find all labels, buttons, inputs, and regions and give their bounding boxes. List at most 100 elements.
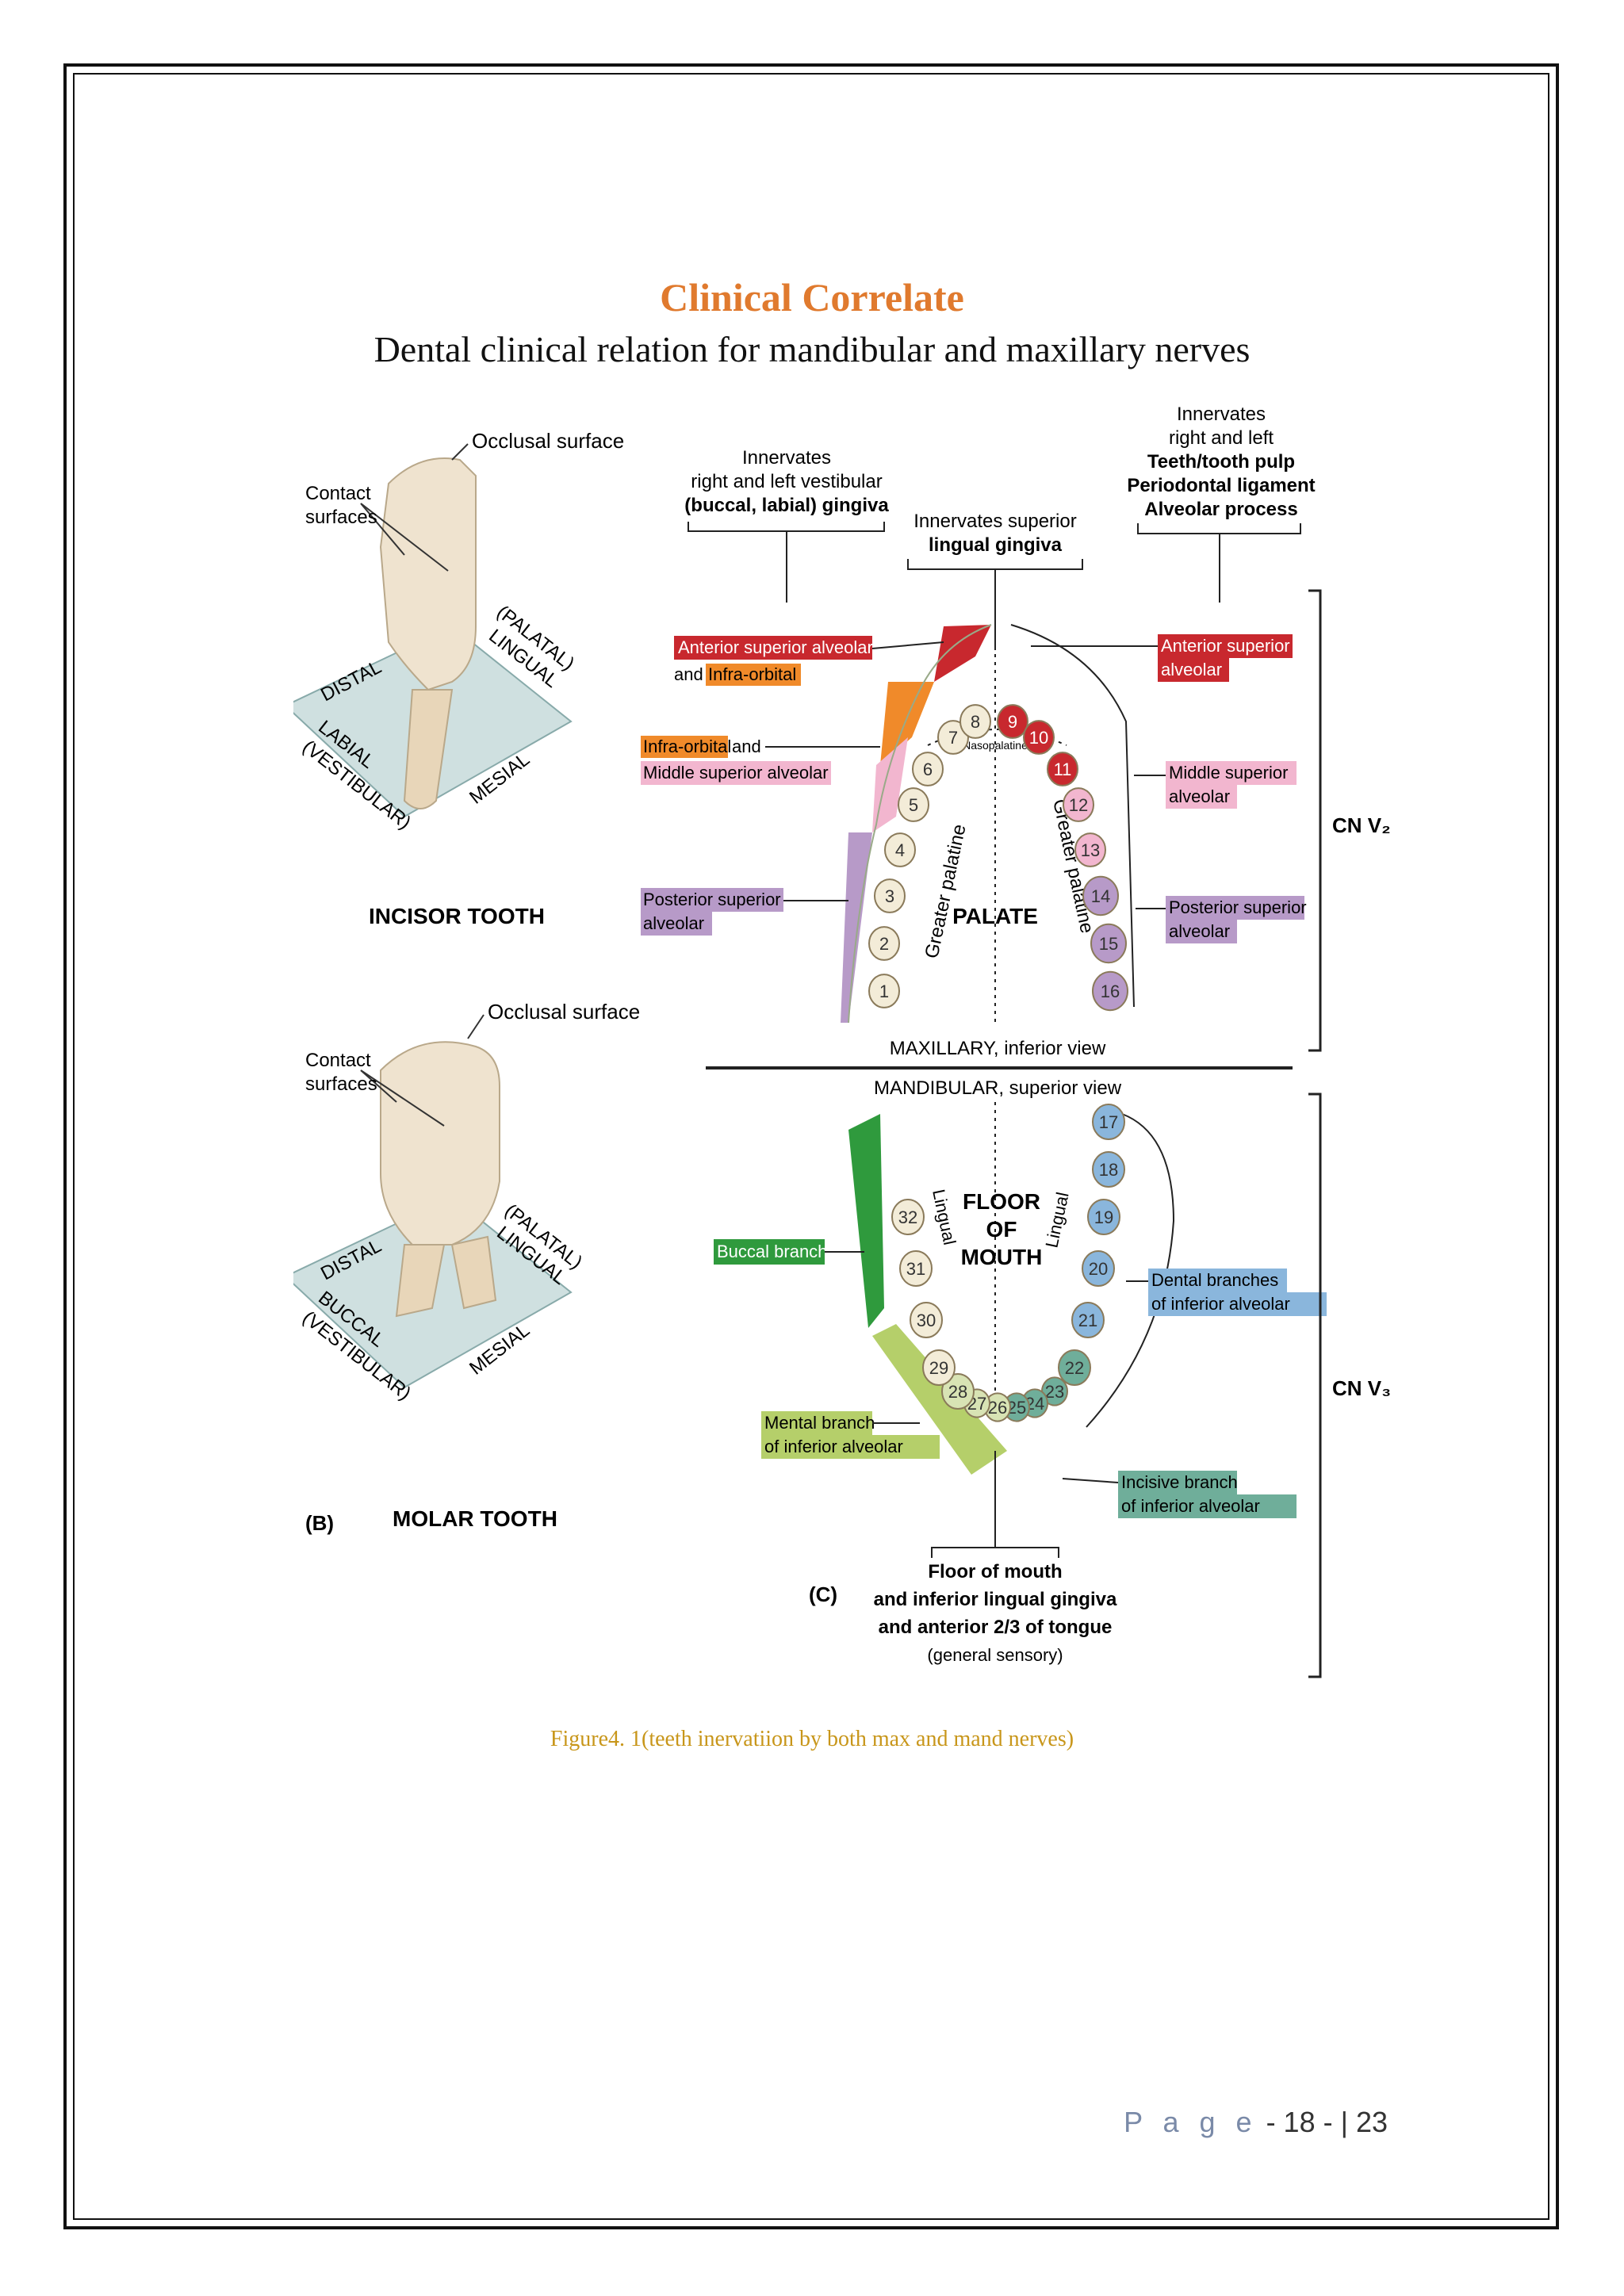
molar-contact-label: Contact — [305, 1050, 371, 1071]
lower-tooth — [1058, 1349, 1091, 1386]
bottom-line3: and anterior 2/3 of tongue — [879, 1617, 1113, 1638]
figure-caption: Figure4. 1(teeth inervatiion by both max… — [550, 1727, 1074, 1751]
upper-tooth — [997, 704, 1028, 739]
top-annotations: Innervates right and left vestibular (bu… — [684, 404, 1316, 650]
upper-tooth — [959, 704, 991, 739]
upper-tooth — [1092, 970, 1128, 1012]
lower-tooth — [910, 1302, 943, 1338]
incisive-branch-label-2: of inferior alveolar — [1121, 1496, 1260, 1516]
top-left-line1: Innervates — [742, 447, 831, 469]
incisor-occlusal-label: Occlusal surface — [472, 429, 624, 453]
asa-left-band — [934, 625, 991, 682]
maxilla-arch: Nasopalatine Greater palatine Greater pa… — [641, 589, 1391, 1059]
bottom-line2: and inferior lingual gingiva — [874, 1589, 1117, 1610]
lower-tooth-number: 31 — [906, 1259, 925, 1279]
asa-infraorbital-label: Infra-orbital — [708, 664, 796, 684]
floor-label-3: MOUTH — [961, 1245, 1043, 1269]
upper-tooth — [1047, 752, 1078, 786]
bottom-line1: Floor of mouth — [928, 1561, 1062, 1582]
upper-tooth-number: 10 — [1029, 728, 1048, 748]
lower-tooth-number: 32 — [898, 1207, 917, 1227]
lower-tooth-number: 17 — [1099, 1112, 1118, 1132]
lower-tooth — [1092, 1104, 1125, 1140]
molar-diagram: Occlusal surface Contact surfaces DISTAL… — [293, 1000, 640, 1535]
mental-branch-band — [872, 1324, 1007, 1475]
lingual-right-label: Lingual — [1041, 1190, 1072, 1249]
incisive-branch-label-1: Incisive branch — [1121, 1472, 1238, 1492]
psa-label-1: Posterior superior — [643, 890, 781, 909]
page-word: P a g e — [1124, 2106, 1258, 2138]
top-right-line3: Teeth/tooth pulp — [1147, 451, 1295, 473]
lower-tooth-number: 19 — [1094, 1207, 1113, 1227]
upper-tooth — [1082, 875, 1119, 916]
floor-label-1: FLOOR — [963, 1189, 1040, 1214]
top-right-line5: Alveolar process — [1144, 499, 1297, 520]
lower-tooth-number: 26 — [988, 1398, 1007, 1418]
io-and-label: and — [732, 737, 761, 756]
lower-tooth — [1092, 1151, 1125, 1188]
buccal-branch-band — [848, 1114, 884, 1328]
lower-tooth-number: 22 — [1065, 1358, 1084, 1378]
upper-tooth — [912, 752, 944, 786]
mandible-arch: Lingual Lingual FLOOR OF MOUTH 171819202… — [714, 1093, 1391, 1678]
upper-tooth — [868, 974, 900, 1008]
top-right-line2: right and left — [1169, 427, 1274, 449]
cn-v3-label: CN V₃ — [1332, 1376, 1391, 1400]
top-mid-line1: Innervates superior — [914, 511, 1076, 532]
molar-name-label: MOLAR TOOTH — [393, 1506, 557, 1531]
upper-tooth-number: 7 — [948, 728, 958, 748]
mandibular-view-label: MANDIBULAR, superior view — [874, 1077, 1122, 1099]
lower-tooth-number: 18 — [1099, 1160, 1118, 1180]
msa-left-band — [872, 737, 908, 832]
upper-tooth — [898, 787, 929, 822]
section-subtitle: Dental clinical relation for mandibular … — [373, 329, 1251, 369]
lower-tooth — [1071, 1302, 1105, 1338]
teeth-innervation-figure: Occlusal surface Contact surfaces DISTAL… — [293, 388, 1404, 1705]
page-border-outer — [63, 63, 1559, 2229]
upper-tooth — [1023, 720, 1055, 755]
upper-tooth-number: 4 — [895, 840, 905, 860]
molar-roots — [395, 1235, 497, 1318]
section-title: Clinical Correlate — [660, 275, 964, 320]
upper-tooth — [884, 832, 916, 867]
r-psa-label-2: alveolar — [1169, 921, 1230, 941]
molar-surfaces-label: surfaces — [305, 1073, 377, 1095]
bottom-line4: (general sensory) — [927, 1645, 1063, 1665]
asa-label: Anterior superior alveolar — [678, 637, 873, 657]
page-number: P a g e - 18 - | 23 — [1071, 2106, 1388, 2139]
incisor-root — [403, 689, 454, 809]
incisor-diagram: Occlusal surface Contact surfaces DISTAL… — [293, 429, 624, 928]
top-right-line4: Periodontal ligament — [1127, 475, 1315, 496]
upper-tooth — [1074, 832, 1106, 867]
psa-label-2: alveolar — [643, 913, 704, 933]
lower-tooth-number: 29 — [929, 1358, 948, 1378]
upper-tooth — [868, 926, 900, 961]
dental-branches-label-2: of inferior alveolar — [1151, 1294, 1290, 1314]
lower-tooth-number: 28 — [948, 1382, 967, 1402]
maxillary-view-label: MAXILLARY, inferior view — [890, 1038, 1106, 1059]
r-msa-label-1: Middle superior — [1169, 763, 1288, 783]
lower-tooth — [922, 1349, 956, 1386]
r-asa-label-2: alveolar — [1161, 660, 1222, 679]
upper-tooth-number: 9 — [1008, 712, 1017, 732]
infraorbital-band — [880, 682, 934, 765]
mental-branch-label-1: Mental branch — [764, 1413, 875, 1433]
mental-branch-label-2: of inferior alveolar — [764, 1437, 903, 1456]
upper-tooth-number: 13 — [1081, 840, 1100, 860]
cn-v2-label: CN V₂ — [1332, 813, 1391, 837]
top-right-line1: Innervates — [1177, 404, 1266, 425]
upper-tooth — [1090, 923, 1127, 964]
top-mid-line2: lingual gingiva — [929, 534, 1063, 556]
upper-tooth — [874, 878, 906, 913]
upper-tooth-number: 5 — [909, 795, 918, 815]
lower-tooth-number: 23 — [1045, 1382, 1064, 1402]
upper-tooth-number: 15 — [1099, 934, 1118, 954]
incisor-surfaces-label: surfaces — [305, 507, 377, 528]
incisor-contact-label: Contact — [305, 483, 371, 504]
lower-tooth — [899, 1250, 933, 1287]
palate-label: PALATE — [952, 904, 1038, 928]
upper-tooth-number: 14 — [1091, 886, 1110, 906]
greater-palatine-left: Greater palatine — [921, 822, 970, 960]
dental-branches-label-1: Dental branches — [1151, 1270, 1278, 1290]
